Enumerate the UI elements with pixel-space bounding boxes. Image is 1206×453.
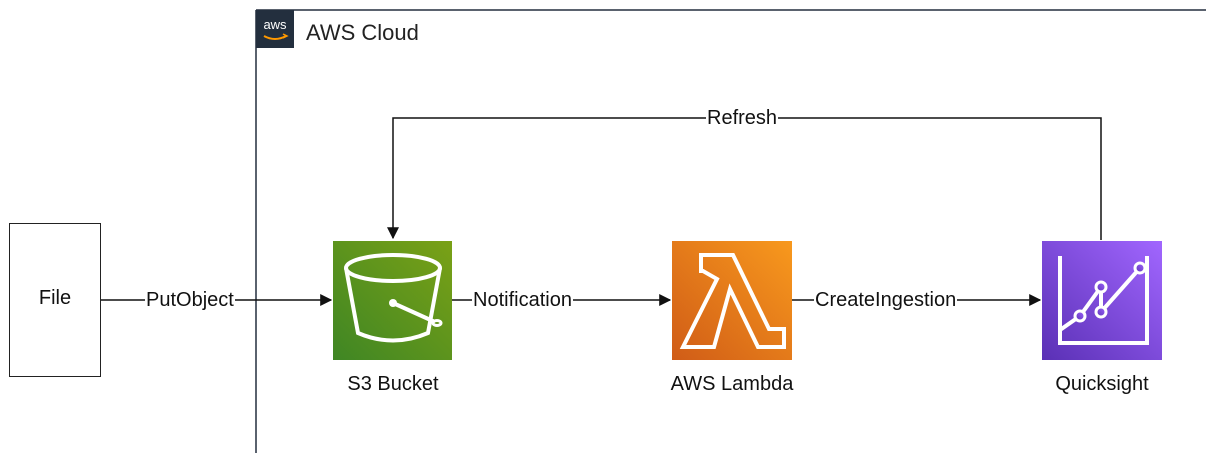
aws-cloud-group: aws	[255, 9, 1206, 453]
lambda-icon	[672, 241, 792, 360]
aws-badge-icon	[256, 10, 294, 48]
edge-label-refresh: Refresh	[706, 107, 779, 129]
edge-refresh	[387, 117, 1102, 240]
quicksight-label: Quicksight	[1055, 373, 1149, 395]
aws-cloud-title: AWS Cloud	[306, 20, 419, 45]
aws-badge-text: aws	[263, 17, 287, 32]
aws-lambda-label: AWS Lambda	[670, 373, 794, 395]
edge-label-notification: Notification	[472, 289, 573, 311]
file-node: File	[9, 223, 101, 377]
s3-bucket-label: S3 Bucket	[347, 373, 439, 395]
file-node-label: File	[38, 287, 72, 309]
edge-label-putobject: PutObject	[145, 289, 235, 311]
edge-label-createingestion: CreateIngestion	[814, 289, 958, 311]
s3-bucket-icon	[333, 241, 452, 360]
quicksight-icon	[1042, 241, 1162, 360]
